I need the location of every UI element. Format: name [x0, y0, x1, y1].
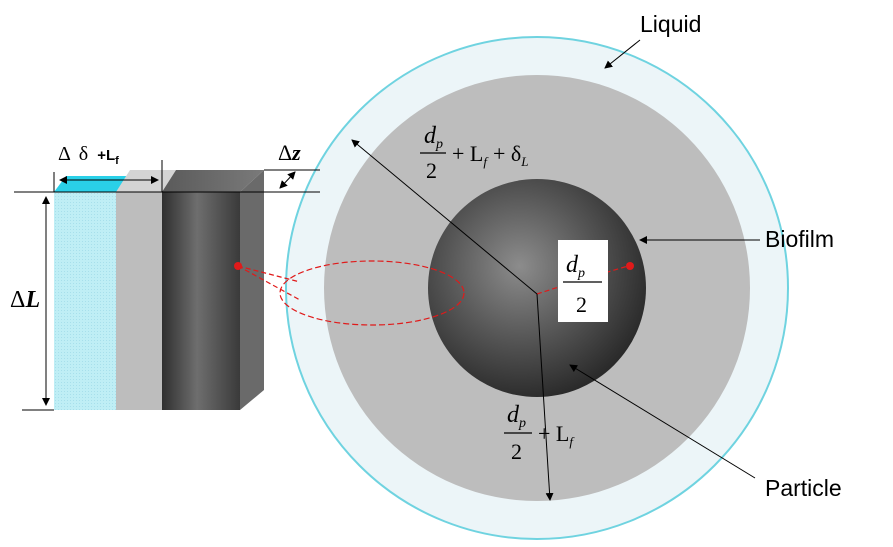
outer-radius-line	[351, 139, 538, 295]
middle-formula-numerator: dp	[507, 402, 526, 431]
middle-radius-line	[536, 293, 554, 501]
middle-radius-formula: dp 2 + Lf	[504, 402, 575, 464]
outer-radius-formula: dp 2 + Lf+ δL	[420, 123, 529, 183]
projection-ellipse	[279, 260, 465, 326]
particle-label: Particle	[765, 475, 842, 501]
particle-core	[428, 179, 646, 397]
particle-leader-line	[569, 364, 756, 479]
cyan-liquid-layer	[54, 192, 116, 410]
height-label: ΔL	[10, 287, 40, 313]
projection-line-bottom	[237, 265, 301, 301]
depth-dimension-arrow	[279, 171, 296, 189]
block-marker-dot	[234, 262, 242, 270]
inner-radius-formula: dp 2	[563, 252, 602, 317]
inner-formula-box	[558, 240, 608, 322]
liquid-label: Liquid	[640, 11, 701, 37]
projection-line-top	[237, 265, 301, 283]
particle-block-top	[162, 170, 264, 192]
particle-block-front	[162, 192, 240, 410]
inner-formula-denominator: 2	[576, 292, 587, 317]
outer-formula-denominator: 2	[426, 158, 437, 183]
middle-formula-denominator: 2	[511, 439, 522, 464]
depth-label: Δz	[278, 140, 301, 165]
middle-formula-rest: + Lf	[538, 421, 575, 449]
outer-formula-numerator: dp	[424, 123, 443, 152]
liquid-leader-line	[604, 39, 641, 69]
inner-projection-curve	[536, 265, 629, 295]
biofilm-layer	[116, 192, 162, 410]
width-label: Δ δ +Lf	[58, 143, 119, 167]
outer-formula-rest: + Lf+ δL	[452, 141, 529, 169]
slab-block	[54, 170, 264, 410]
particle-marker-dot	[626, 262, 634, 270]
biofilm-label: Biofilm	[765, 226, 834, 252]
inner-formula-numerator: dp	[566, 252, 585, 281]
particle-block-side	[240, 170, 264, 410]
